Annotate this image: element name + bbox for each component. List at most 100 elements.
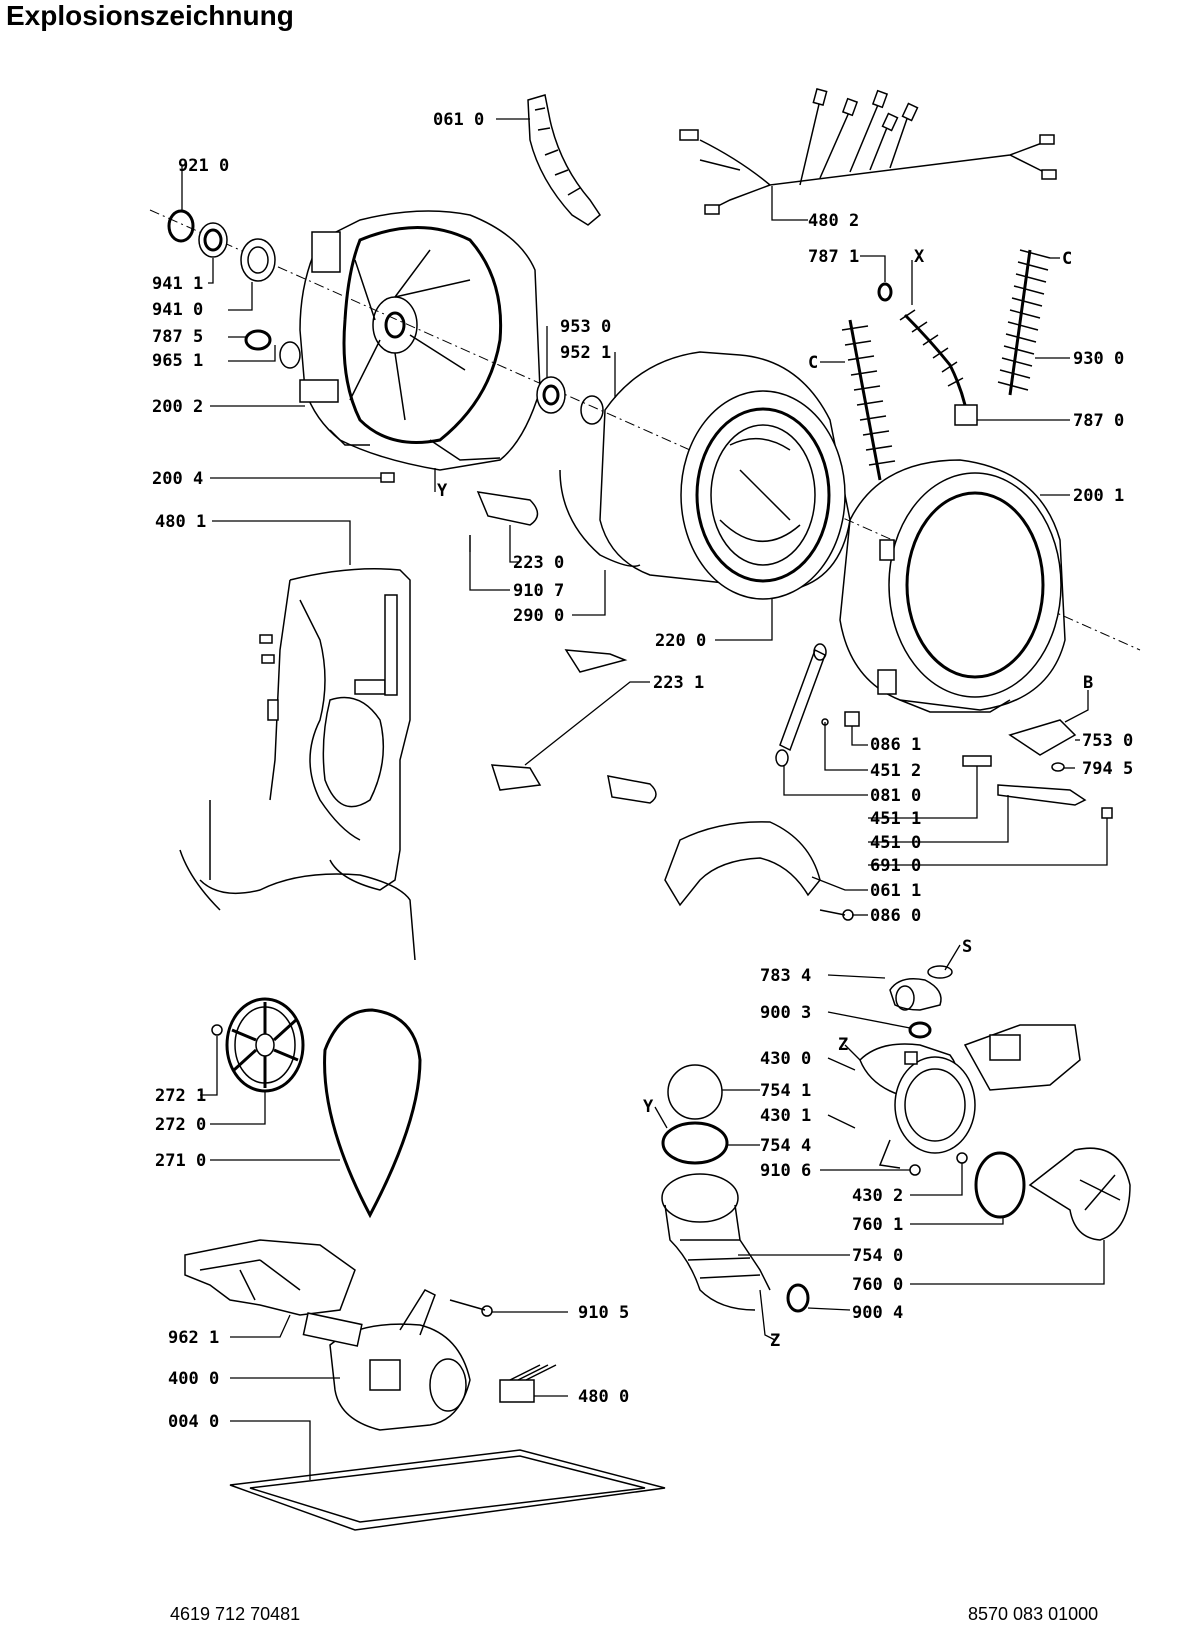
counterweight-061-1 (664, 821, 821, 907)
label-430-1: 430 1 (760, 1106, 811, 1126)
label-272-0: 272 0 (155, 1115, 206, 1135)
label-086-0: 086 0 (870, 906, 921, 926)
label-760-1: 760 1 (852, 1215, 903, 1235)
label-220-0: 220 0 (655, 631, 706, 651)
label-794-5: 794 5 (1082, 759, 1133, 779)
label-941-0: 941 0 (152, 300, 203, 320)
footer-right-code: 8570 083 01000 (968, 1604, 1099, 1624)
label-200-4: 200 4 (152, 469, 203, 489)
drum-220-0 (559, 351, 851, 600)
label-953-0: 953 0 (560, 317, 611, 337)
clamp-787-1 (877, 282, 893, 302)
seal-965-1 (279, 341, 301, 369)
label-004-0: 004 0 (168, 1412, 219, 1432)
label-y-bottom: Y (643, 1097, 654, 1117)
label-c-right: C (1062, 249, 1072, 269)
label-480-2: 480 2 (808, 211, 859, 231)
part-753-0 (1008, 719, 1077, 756)
label-480-0: 480 0 (578, 1387, 629, 1407)
heater-451-0 (997, 784, 1087, 806)
lifter-223-1-right (607, 775, 657, 804)
seal-760-1 (974, 1151, 1026, 1219)
harness-480-1 (179, 568, 416, 961)
pump-group (661, 965, 1131, 1313)
label-760-0: 760 0 (852, 1275, 903, 1295)
lifter-223-1-top (564, 649, 628, 673)
circlip-921 (167, 209, 195, 243)
leader-lines (181, 118, 1108, 1480)
page-title: Explosionszeichnung (6, 0, 294, 31)
clip-200-4 (380, 472, 395, 483)
label-c-middle: C (808, 353, 818, 373)
pump-motor (963, 1024, 1081, 1091)
tub-bracket (311, 231, 341, 273)
label-787-0: 787 0 (1073, 411, 1124, 431)
label-061-0: 061 0 (433, 110, 484, 130)
hose-x (903, 313, 967, 406)
label-754-0: 754 0 (852, 1246, 903, 1266)
label-691-0: 691 0 (870, 856, 921, 876)
label-272-1: 272 1 (155, 1086, 206, 1106)
label-480-1: 480 1 (155, 512, 206, 532)
label-451-1: 451 1 (870, 809, 921, 829)
label-200-2: 200 2 (152, 397, 203, 417)
label-754-4: 754 4 (760, 1136, 811, 1156)
label-787-1: 787 1 (808, 247, 859, 267)
bolt-086-0 (819, 909, 846, 916)
counterweight-061-0 (527, 94, 601, 226)
label-z-top: Z (838, 1035, 848, 1055)
label-930-0: 930 0 (1073, 349, 1124, 369)
harness-480-2 (679, 88, 1057, 215)
label-223-0: 223 0 (513, 553, 564, 573)
label-223-1: 223 1 (653, 673, 704, 693)
base-plate-004-0 (229, 1449, 666, 1531)
label-x: X (914, 247, 925, 267)
label-910-6: 910 6 (760, 1161, 811, 1181)
label-900-4: 900 4 (852, 1303, 903, 1323)
label-921-0: 921 0 (178, 156, 229, 176)
label-086-1: 086 1 (870, 735, 921, 755)
label-451-2: 451 2 (870, 761, 921, 781)
bearing-941-1 (198, 222, 228, 258)
label-451-0: 451 0 (870, 833, 921, 853)
label-783-4: 783 4 (760, 966, 811, 986)
ring-754-4 (661, 1121, 729, 1165)
ring-952-1 (580, 395, 604, 425)
filter-760-0 (1028, 1147, 1131, 1241)
part-794-5 (1051, 762, 1065, 772)
bearing-941-0 (240, 238, 276, 282)
hose-end-787-0 (954, 404, 978, 426)
label-290-0: 290 0 (513, 606, 564, 626)
motor-400-0 (184, 1239, 471, 1431)
spring-c-middle (848, 319, 882, 481)
clamp-900-3 (908, 1021, 932, 1039)
nut-272-1 (211, 1024, 223, 1036)
front-tub-200-1 (839, 459, 1066, 713)
shock-absorber-081-0 (775, 643, 827, 767)
label-s: S (962, 937, 972, 957)
seal-953-0 (536, 376, 566, 414)
sump-754-0 (661, 1173, 739, 1223)
shield-962-1 (184, 1239, 356, 1316)
bolt-910-5 (449, 1299, 486, 1311)
spring-930-0 (1008, 249, 1032, 396)
footer-left-code: 4619 712 70481 (170, 1604, 301, 1624)
belt-271-0 (323, 1008, 422, 1219)
label-754-1: 754 1 (760, 1081, 811, 1101)
screw-910-6 (909, 1164, 921, 1176)
rear-tub-200-2 (299, 210, 541, 471)
connector-480-0 (499, 1379, 535, 1403)
label-965-1: 965 1 (152, 351, 203, 371)
label-910-7: 910 7 (513, 581, 564, 601)
label-910-5: 910 5 (578, 1303, 629, 1323)
label-753-0: 753 0 (1082, 731, 1133, 751)
lifter-223-1-left (490, 764, 542, 791)
label-061-1: 061 1 (870, 881, 921, 901)
label-y-top: Y (437, 481, 448, 501)
part-451-1 (962, 755, 992, 767)
rear-tub-group (149, 209, 1141, 651)
lifter-223-0 (476, 491, 539, 526)
label-900-3: 900 3 (760, 1003, 811, 1023)
